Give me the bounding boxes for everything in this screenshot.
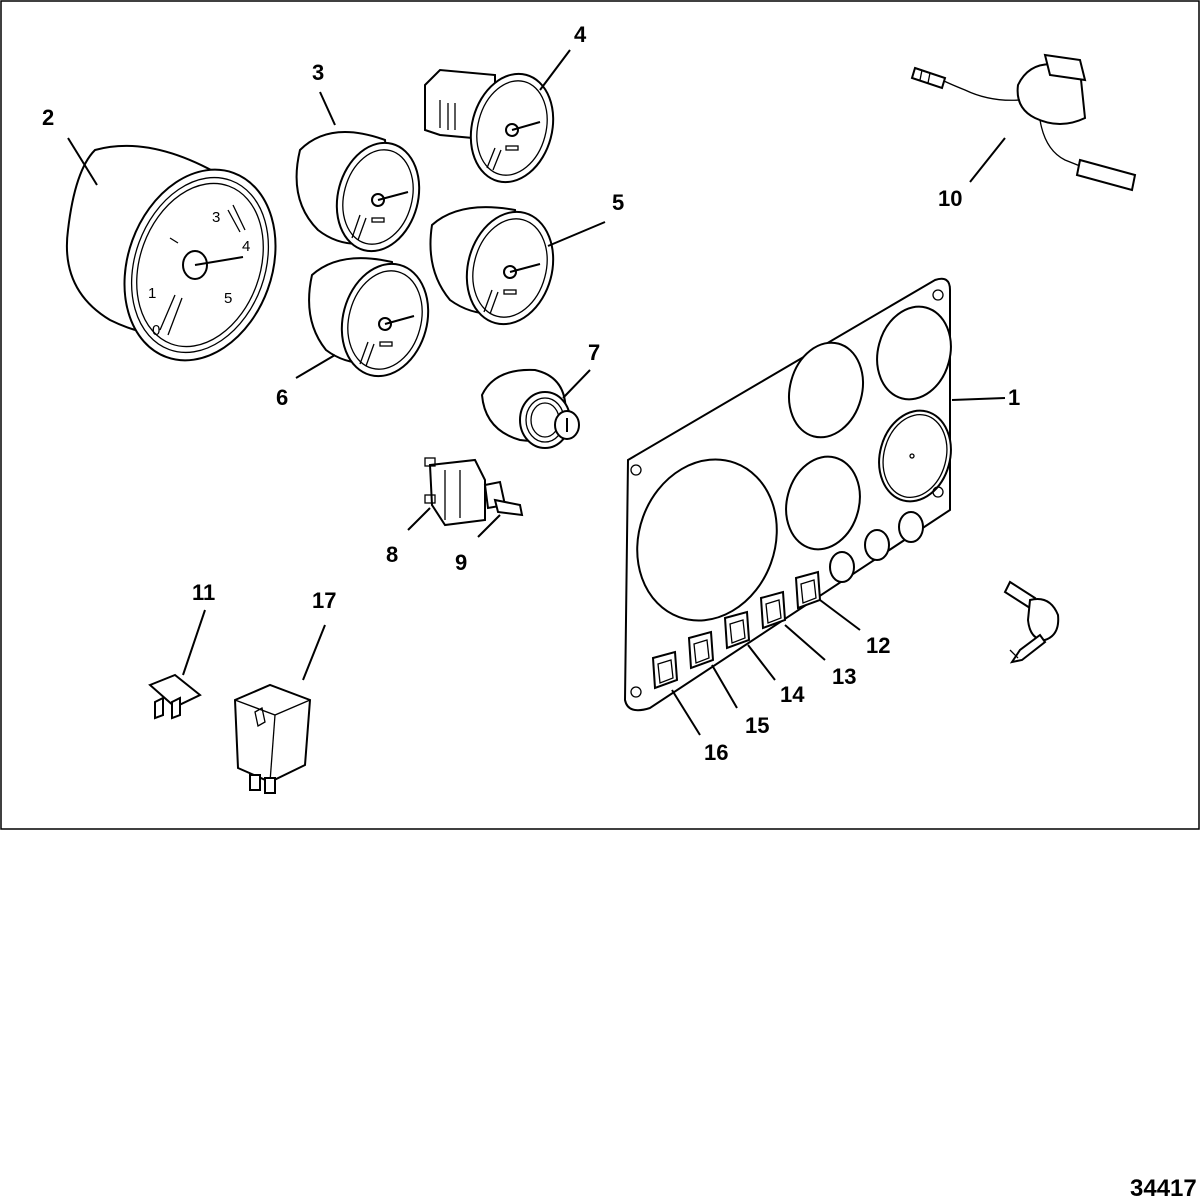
callout-1: 1 (1008, 385, 1020, 410)
callout-12: 12 (866, 633, 890, 658)
ignition-key (1003, 580, 1060, 664)
ignition-switch (480, 368, 580, 449)
gauge-part-3 (295, 131, 421, 253)
rocker-switches (651, 570, 822, 690)
gauge-scale-5: 5 (224, 290, 232, 307)
callout-16: 16 (704, 740, 728, 765)
callout-15: 15 (745, 713, 769, 738)
callout-17: 17 (312, 588, 336, 613)
large-gauge: 0 1 3 4 5 (66, 144, 277, 362)
callout-11: 11 (192, 580, 215, 605)
callout-2: 2 (42, 105, 54, 130)
gauge-scale-0: 0 (152, 322, 160, 339)
diagram-frame (0, 0, 1200, 830)
callout-8: 8 (386, 542, 398, 567)
callout-9: 9 (455, 550, 467, 575)
callout-4: 4 (574, 22, 587, 47)
callout-13: 13 (832, 664, 856, 689)
gauge-part-6 (308, 257, 430, 378)
leader-lines (67, 49, 1006, 736)
blade-fuse (148, 673, 202, 720)
toggle-switch (424, 457, 524, 527)
callout-3: 3 (312, 60, 324, 85)
callout-7: 7 (588, 340, 600, 365)
gauge-scale-4: 4 (242, 238, 250, 255)
callout-5: 5 (612, 190, 624, 215)
callout-6: 6 (276, 385, 288, 410)
figure-number: 34417 (1130, 1175, 1197, 1202)
gauge-part-5 (429, 206, 555, 326)
gauge-scale-1: 1 (148, 285, 156, 302)
callout-10: 10 (938, 186, 962, 211)
relay (233, 683, 312, 794)
gauge-part-4 (424, 68, 555, 184)
gauge-scale-3: 3 (212, 209, 220, 226)
sender-with-lead (910, 53, 1137, 192)
instrument-panel (623, 277, 952, 712)
callout-14: 14 (780, 682, 805, 707)
